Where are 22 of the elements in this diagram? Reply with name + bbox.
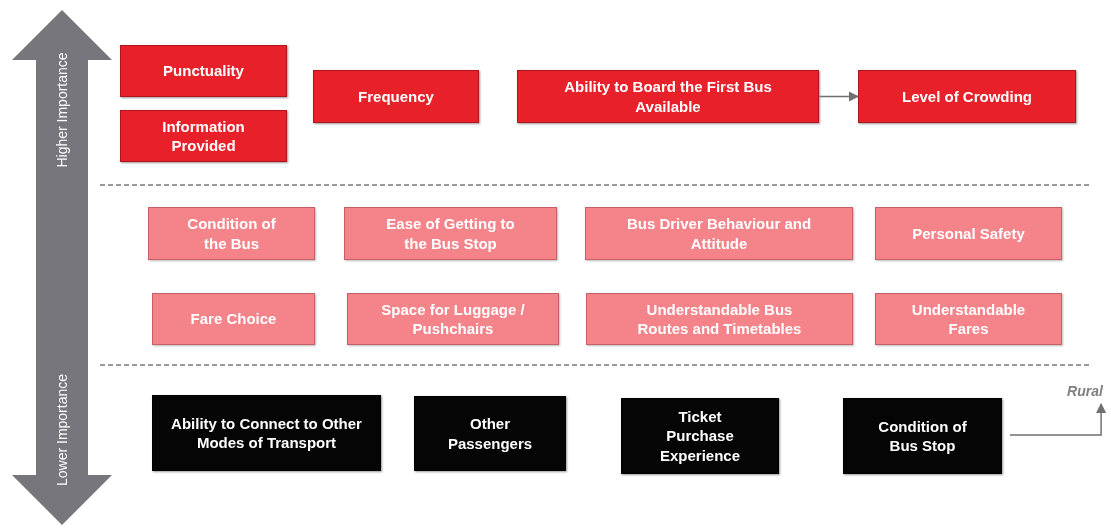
factor-box: Bus Driver Behaviour and Attitude (585, 207, 853, 260)
factor-box: Level of Crowding (858, 70, 1076, 123)
axis-label: Lower Importance (54, 373, 70, 487)
axis-label: Higher Importance (54, 52, 70, 168)
arrow (818, 91, 860, 102)
factor-box: Understandable Bus Routes and Timetables (586, 293, 853, 345)
factor-box: Ability to Connect to Other Modes of Transport (152, 395, 381, 471)
factor-box: Understandable Fares (875, 293, 1062, 345)
factor-box: Frequency (313, 70, 479, 123)
factor-box: Ability to Board the First Bus Available (517, 70, 819, 123)
factor-box: Personal Safety (875, 207, 1062, 260)
factor-box: Ticket Purchase Experience (621, 398, 779, 474)
factor-box: Space for Luggage / Pushchairs (347, 293, 559, 345)
factor-box: Condition of the Bus (148, 207, 315, 260)
arrow (1009, 402, 1107, 436)
factor-box: Other Passengers (414, 396, 566, 471)
category-label: Rural (1067, 381, 1103, 401)
factor-box: Information Provided (120, 110, 287, 162)
factor-box: Condition of Bus Stop (843, 398, 1002, 474)
factor-box: Punctuality (120, 45, 287, 97)
factor-box: Fare Choice (152, 293, 315, 345)
factor-box: Ease of Getting to the Bus Stop (344, 207, 557, 260)
